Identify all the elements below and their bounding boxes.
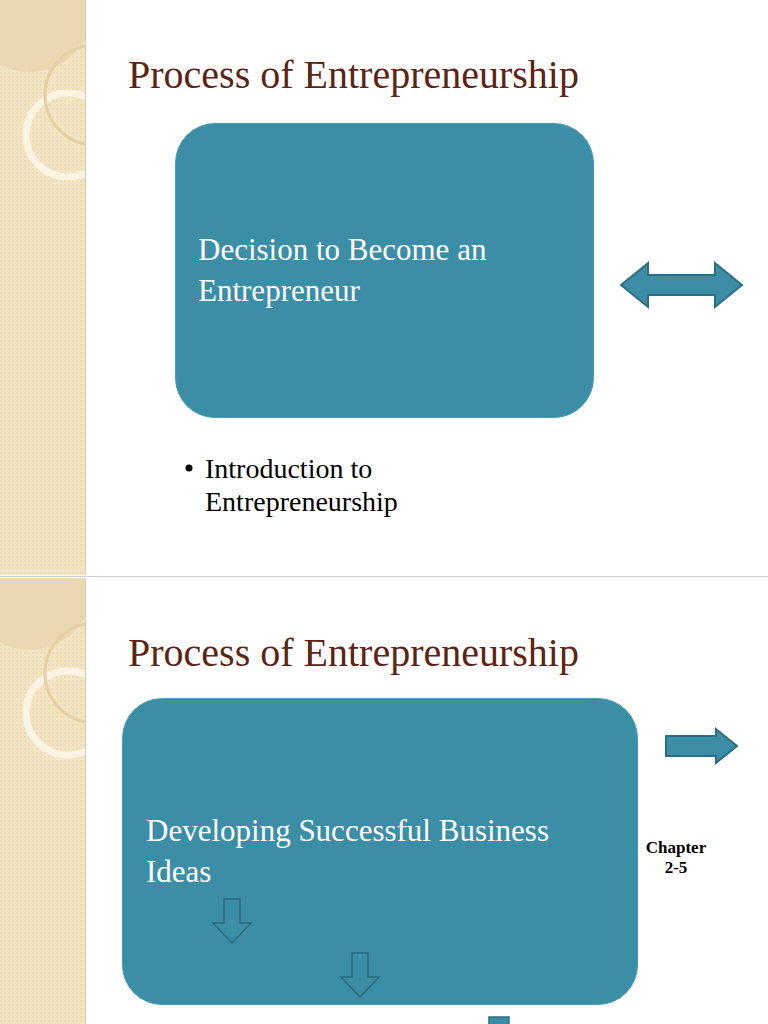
box-text-group: Developing Successful Business Ideas	[146, 811, 614, 892]
process-box: Decision to Become an Entrepreneur	[175, 123, 594, 418]
bullet-text: Introduction to Entrepreneurship	[205, 452, 505, 518]
slide-title: Process of Entrepreneurship	[128, 52, 579, 98]
process-box: Developing Successful Business Ideas	[122, 698, 638, 1005]
slide-title: Process of Entrepreneurship	[128, 630, 579, 676]
side-strip	[0, 0, 85, 575]
down-arrows	[123, 699, 639, 1006]
down-arrow	[489, 1017, 509, 1024]
right-arrow	[666, 729, 737, 763]
down-arrow	[213, 899, 251, 943]
box-text: Decision to Become an Entrepreneur	[198, 230, 571, 311]
down-arrow	[341, 953, 379, 997]
side-strip	[0, 578, 85, 1024]
box-text: Developing Successful Business Ideas	[146, 811, 614, 892]
box-text-group: Decision to Become an Entrepreneur	[198, 230, 571, 311]
chapter-note: Chapter 2-5	[640, 838, 712, 879]
double-arrow	[621, 263, 742, 307]
bullet-dot	[186, 465, 193, 472]
